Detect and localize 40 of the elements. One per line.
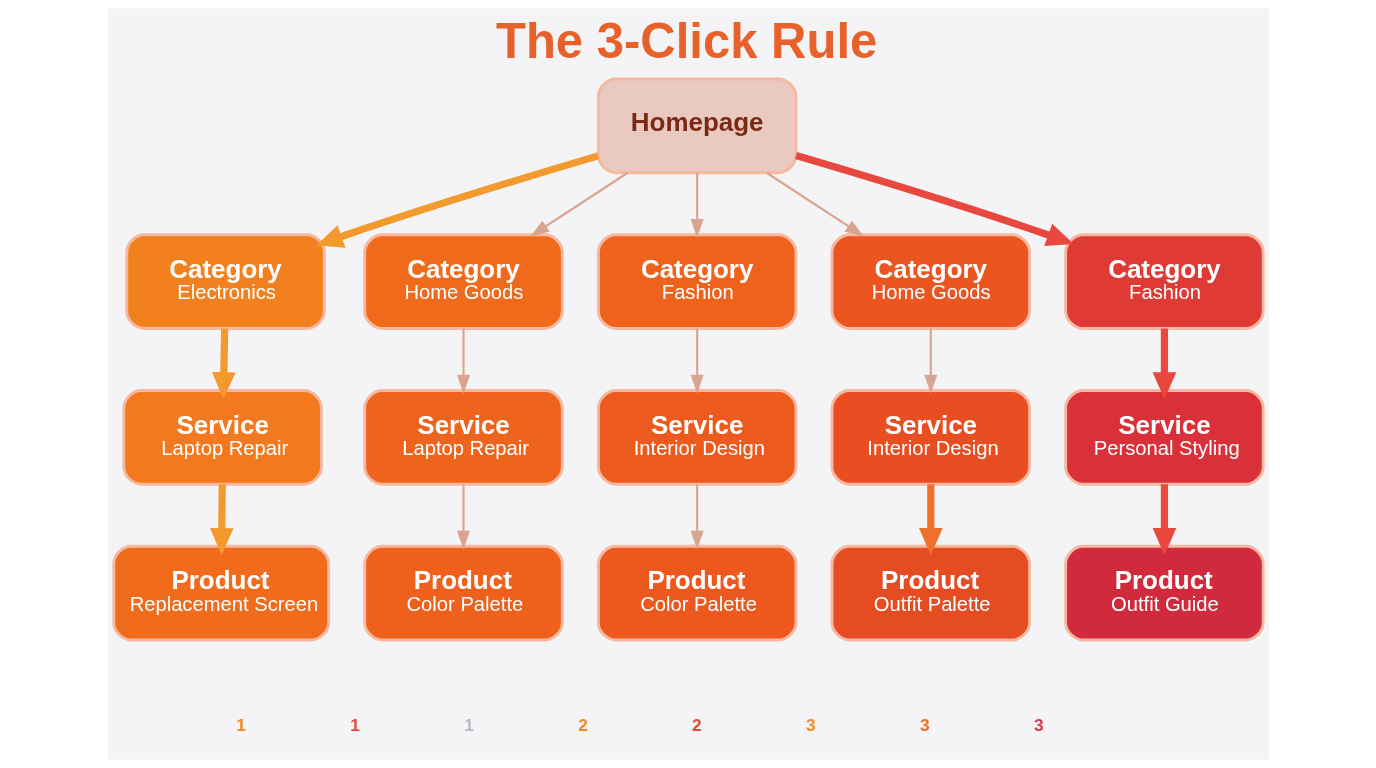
node-box: Service Personal Styling — [1063, 389, 1265, 486]
label: 2 — [691, 715, 702, 735]
label: 3 — [1033, 715, 1044, 735]
node-box: Product Color Palette — [362, 544, 564, 642]
node-box: Category Electronics — [124, 233, 326, 330]
node-box: Product Replacement Screen — [111, 544, 330, 642]
node-box: Category Fashion — [596, 233, 797, 330]
label: 3 — [805, 715, 816, 735]
arrow — [211, 328, 236, 400]
node-box: Service Interior Design — [596, 389, 797, 486]
node-box: Product Outfit Palette — [830, 544, 1031, 642]
arrow — [765, 171, 864, 237]
node-box: Category Fashion — [1063, 233, 1265, 330]
label: 1 — [349, 715, 360, 735]
label: 2 — [577, 715, 588, 735]
arrow — [794, 152, 1074, 247]
arrow — [456, 484, 470, 550]
arrow — [690, 484, 704, 550]
label: 1 — [463, 715, 474, 735]
arrow — [918, 484, 943, 556]
arrow — [690, 172, 704, 238]
arrow — [315, 152, 599, 248]
arrow — [690, 328, 704, 394]
node-box: Homepage — [596, 77, 797, 175]
node-box: Category Home Goods — [830, 233, 1031, 330]
arrow — [923, 328, 937, 394]
node-box: Service Laptop Repair — [121, 389, 323, 486]
node-box: Service Interior Design — [830, 389, 1031, 486]
label: 3 — [919, 715, 930, 735]
arrow — [529, 171, 628, 237]
arrow — [1152, 328, 1176, 400]
arrow — [456, 328, 470, 394]
node-box: Service Laptop Repair — [362, 389, 564, 486]
label: 1 — [235, 715, 246, 735]
arrow — [209, 484, 234, 556]
node-box: Category Home Goods — [362, 233, 564, 330]
node-box: Product Outfit Guide — [1063, 544, 1265, 642]
arrow — [1152, 484, 1176, 556]
diagram-title: The 3-Click Rule — [495, 13, 877, 68]
node-box: Product Color Palette — [596, 544, 797, 642]
